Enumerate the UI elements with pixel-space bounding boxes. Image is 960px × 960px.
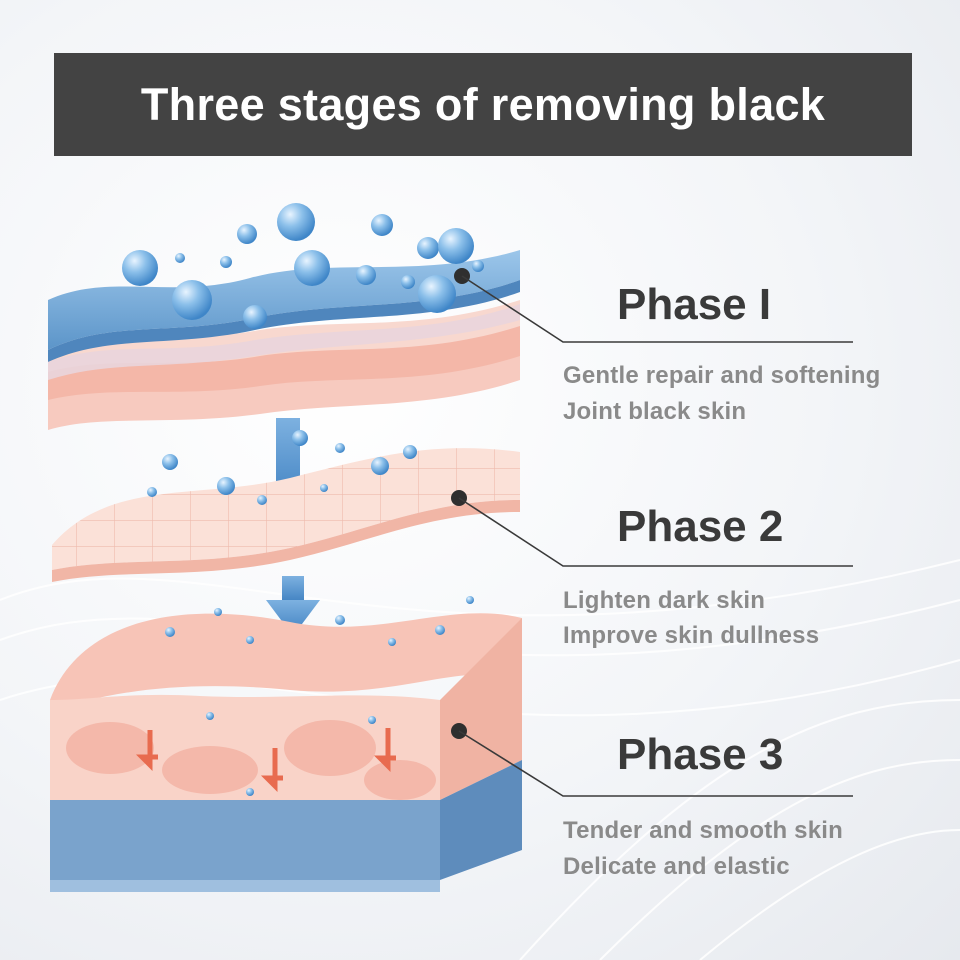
phase-2-line-1: Lighten dark skin xyxy=(563,587,766,614)
phase-3-line-1: Tender and smooth skin xyxy=(563,817,843,844)
connector-3 xyxy=(451,723,853,797)
phase-3-layer xyxy=(50,596,522,892)
phase-3-title: Phase 3 xyxy=(617,730,784,779)
connector-1 xyxy=(454,268,853,343)
phase-1-title: Phase I xyxy=(617,280,772,329)
phase-1-layer xyxy=(48,203,520,430)
phase-2-layer xyxy=(52,430,520,582)
phase-2-line-2: Improve skin dullness xyxy=(563,622,820,649)
arrow-down-icon xyxy=(266,576,320,636)
phase-1-line-1: Gentle repair and softening xyxy=(563,362,881,389)
page-title: Three stages of removing black xyxy=(140,78,826,130)
phase-2-title: Phase 2 xyxy=(617,502,784,551)
phase-1-line-2: Joint black skin xyxy=(563,398,747,425)
connector-2 xyxy=(451,490,853,567)
title-bar: Three stages of removing black xyxy=(54,53,912,156)
phase-3-line-2: Delicate and elastic xyxy=(563,853,790,880)
